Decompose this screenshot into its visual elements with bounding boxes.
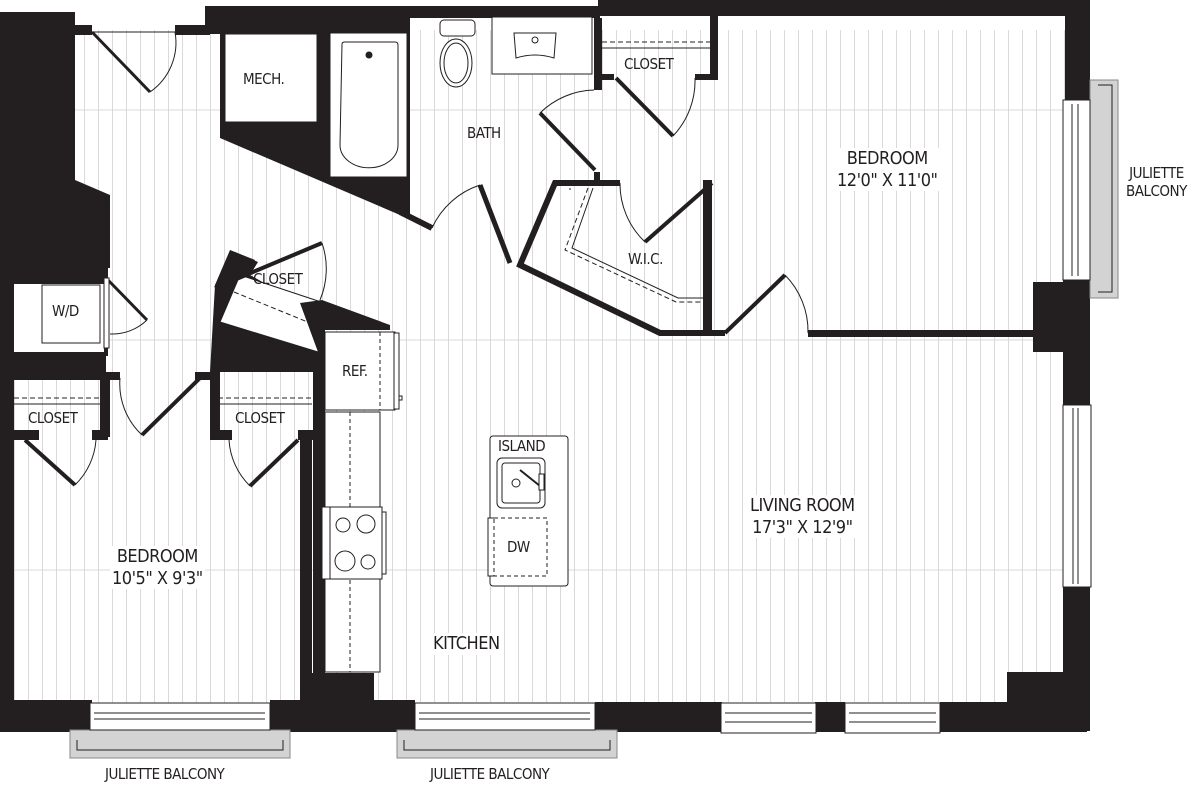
bedroom-main-label: BEDROOM 12'0" X 11'0" [835,148,940,192]
floor-planks [14,30,1065,705]
bedroom-main-size: 12'0" X 11'0" [837,169,938,191]
bath-label: BATH [467,124,501,142]
balcony-right-line2: BALCONY [1126,182,1187,200]
closet-label-center: CLOSET [253,270,303,288]
balcony-right-line1: JULIETTE [1129,164,1184,182]
island-label: ISLAND [498,437,546,455]
kitchen-island [487,435,569,587]
wic-label: W.I.C. [628,250,663,268]
living-room-label: LIVING ROOM 17'3" X 12'9" [748,495,857,539]
balcony-bottom-left-label: JULIETTE BALCONY [105,765,225,783]
bedroom-second-name: BEDROOM [116,546,199,567]
ref-label: REF. [342,362,368,380]
living-room-size: 17'3" X 12'9" [752,516,853,538]
bedroom-second-size: 10'5" X 9'3" [112,567,203,589]
balcony-bottom-middle-label: JULIETTE BALCONY [430,765,550,783]
dw-label: DW [507,538,530,556]
kitchen-counter [321,331,403,673]
washer-dryer [14,277,110,352]
bedroom-main-name: BEDROOM [846,148,929,169]
balcony-right-label: JULIETTE BALCONY [1126,164,1187,200]
closet-label-bath: CLOSET [624,55,674,73]
windows [69,79,1119,759]
mech-label: MECH. [243,70,285,88]
bedroom-second-label: BEDROOM 10'5" X 9'3" [110,546,205,590]
closet-label-left: CLOSET [28,409,78,427]
wd-label: W/D [52,302,79,320]
exterior-walls [0,0,1090,732]
doors [23,30,809,488]
bath-fixtures [329,16,593,178]
closet-label-mid: CLOSET [235,409,285,427]
kitchen-label: KITCHEN [431,633,502,655]
living-room-name: LIVING ROOM [750,495,855,516]
closet-shelves [14,397,312,405]
